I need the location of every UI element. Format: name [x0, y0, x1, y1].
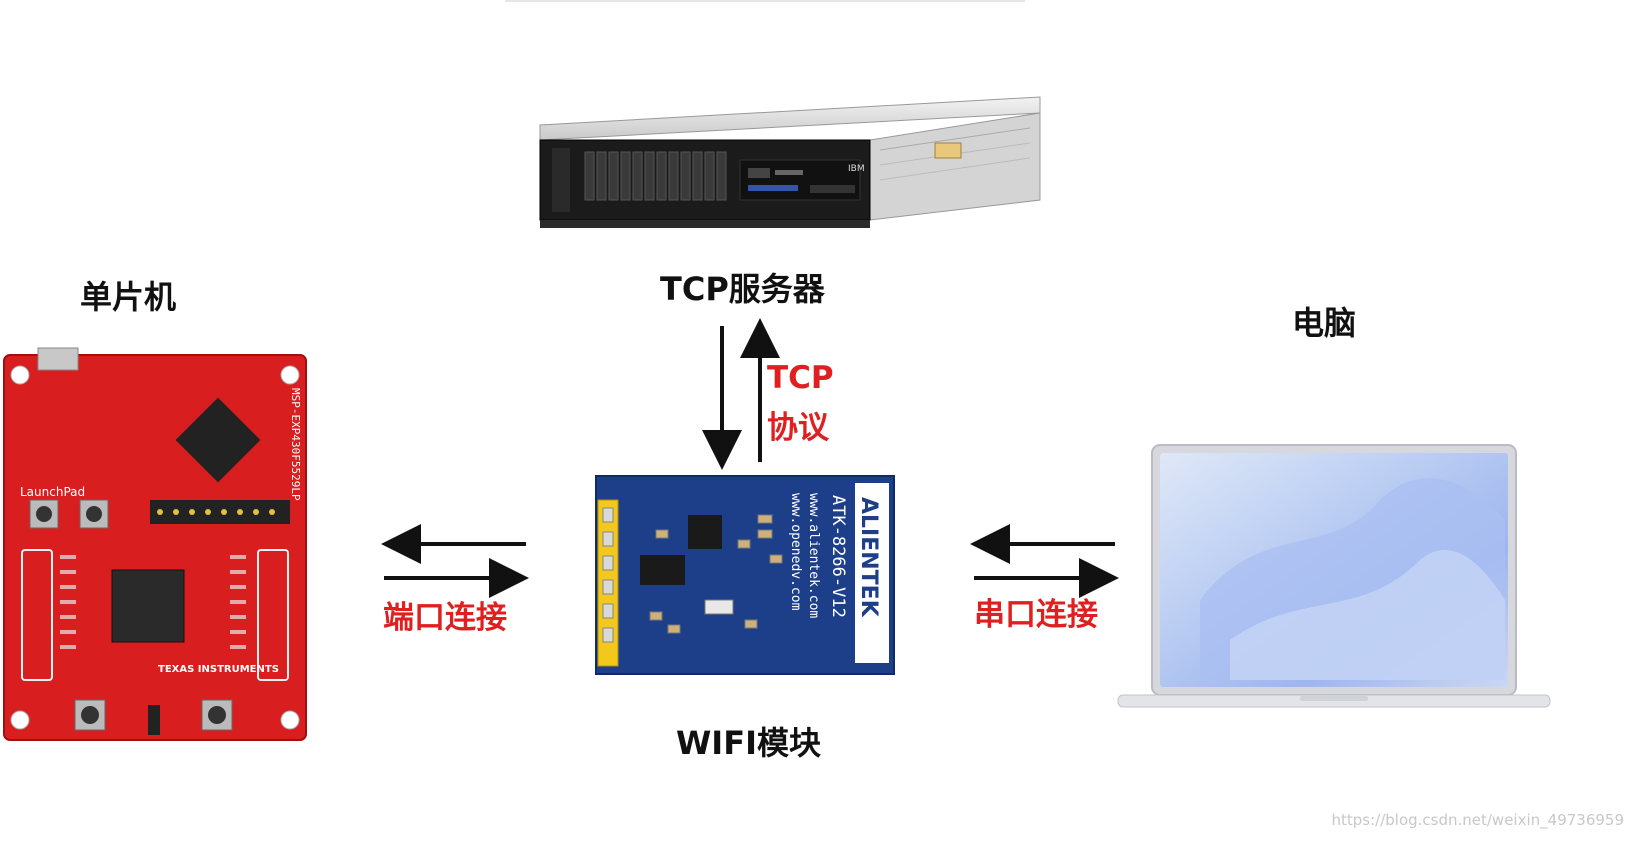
mcu-board-image: LaunchPad TEXAS INSTRUMENTS MSP-EXP430F5… — [3, 347, 307, 741]
wifi-site2-text: www.openedv.com — [788, 493, 803, 611]
server-image: IBM — [539, 96, 1041, 228]
tcp-protocol-label-line1: TCP — [767, 360, 834, 396]
wifi-brand-text: ALIENTEK — [856, 497, 881, 618]
port-connection-label: 端口连接 — [383, 600, 507, 636]
wifi-module-label: WIFI模块 — [676, 724, 821, 762]
wifi-site-text: www.alientek.com — [806, 493, 821, 618]
mcu-label: 单片机 — [80, 278, 177, 316]
tcp-protocol-label-line2: 协议 — [767, 410, 829, 446]
serial-connection-label: 串口连接 — [974, 597, 1098, 633]
pc-label: 电脑 — [1292, 304, 1357, 342]
laptop-image — [1117, 444, 1551, 708]
board-name-text: MSP-EXP430F5529LP — [289, 388, 302, 501]
wifi-module-image: ALIENTEK ATK-8266-V12 www.alientek.com w… — [595, 475, 895, 675]
board-brand-text: TEXAS INSTRUMENTS — [158, 664, 279, 675]
tcp-server-label: TCP服务器 — [660, 270, 825, 308]
top-divider — [505, 0, 1025, 2]
server-brand-text: IBM — [848, 164, 865, 174]
watermark: https://blog.csdn.net/weixin_49736959 — [1331, 811, 1624, 829]
wifi-model-text: ATK-8266-V12 — [828, 495, 848, 618]
board-silk-text: LaunchPad — [20, 485, 85, 499]
